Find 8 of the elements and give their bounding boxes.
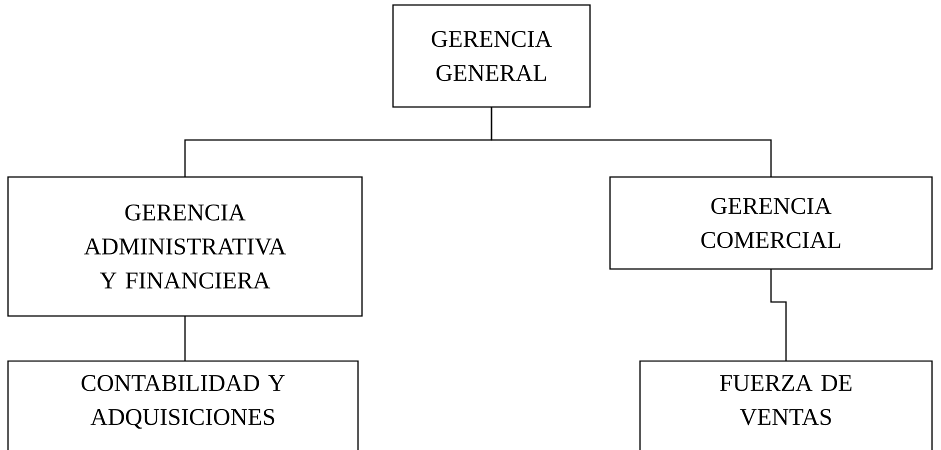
connector-line bbox=[490, 107, 772, 177]
org-box: CONTABILIDAD Y ADQUISICIONES bbox=[7, 360, 359, 450]
org-box: GERENCIA GENERAL bbox=[392, 4, 591, 108]
org-box: GERENCIA ADMINISTRATIVA Y FINANCIERA bbox=[7, 176, 363, 317]
org-box: FUERZA DE VENTAS bbox=[639, 360, 933, 450]
connector-line bbox=[184, 316, 186, 361]
org-box: GERENCIA COMERCIAL bbox=[609, 176, 933, 270]
connector-line bbox=[770, 269, 787, 361]
